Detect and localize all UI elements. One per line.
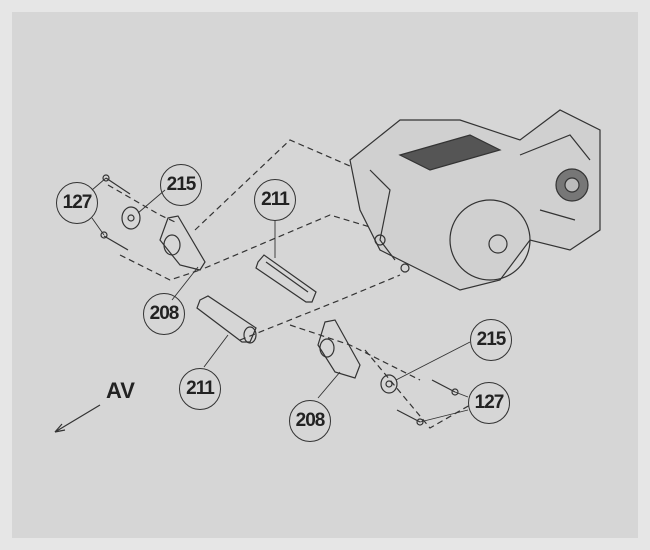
bolt-upper-right [431,379,459,396]
washer-right [380,374,398,394]
bracket-left [159,215,206,271]
callout-127: 127 [56,182,98,224]
bracket-right [317,319,361,379]
washer-left [121,206,141,230]
callout-215: 215 [470,319,512,361]
motor-housing [349,109,601,291]
brush-cylinder [196,295,257,344]
callout-208: 208 [289,400,331,442]
callout-211: 211 [179,368,221,410]
callout-215: 215 [160,164,202,206]
bolt-upper-left [102,174,131,195]
diagram-background [12,12,638,538]
brush-holder [255,254,317,303]
callout-127: 127 [468,382,510,424]
callout-208: 208 [143,293,185,335]
direction-label: AV [106,378,135,403]
callout-211: 211 [254,179,296,221]
leader-lines [91,177,471,423]
bolt-lower-left [100,231,129,251]
direction-arrow [54,404,101,433]
bolt-lower-right [396,409,424,426]
